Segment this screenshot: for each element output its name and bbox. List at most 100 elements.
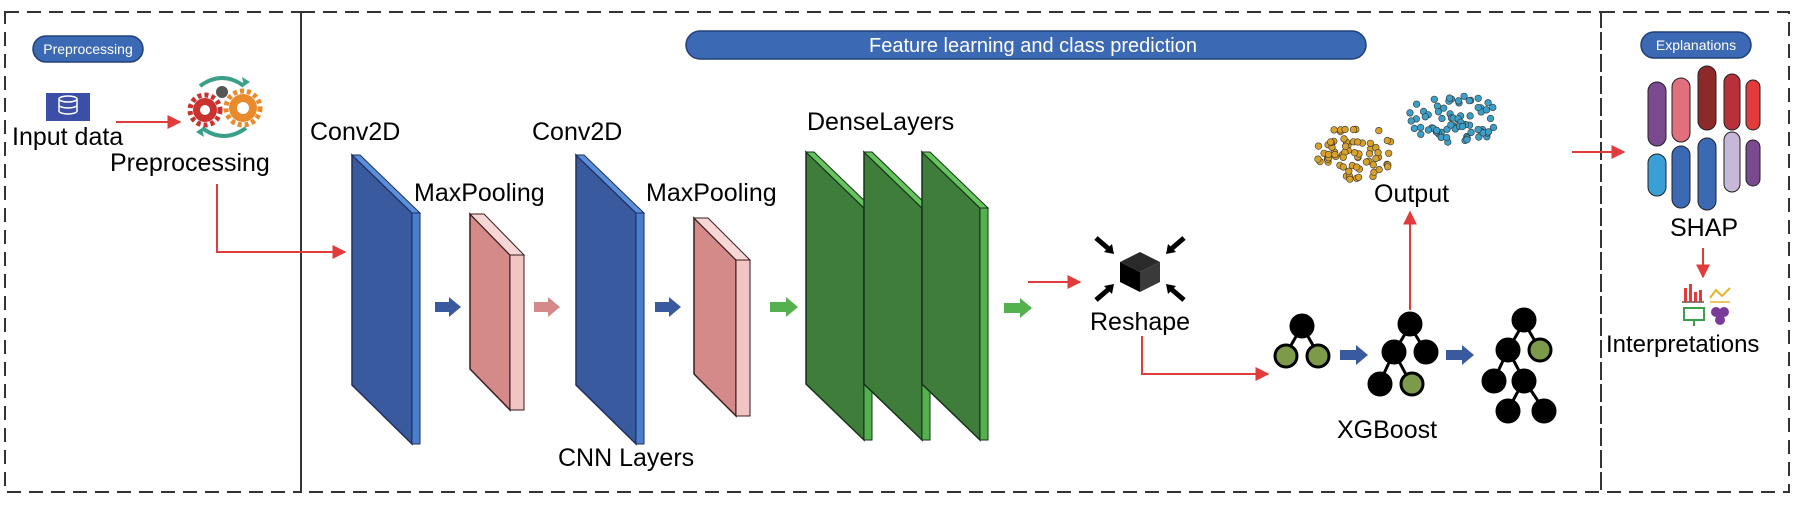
maxpooling-2-label: MaxPooling — [646, 179, 777, 207]
cluster-point — [1438, 114, 1446, 123]
cluster-point — [1484, 99, 1492, 107]
cluster-point — [1440, 104, 1448, 112]
preprocessing-label: Preprocessing — [110, 149, 270, 177]
preprocessing-badge-text: Preprocessing — [43, 41, 133, 57]
reshape-box-icon — [1094, 236, 1186, 302]
cluster-point — [1417, 123, 1425, 132]
cluster-point — [1458, 122, 1467, 131]
cluster-point — [1346, 175, 1354, 183]
preprocessing-badge: Preprocessing — [32, 35, 144, 63]
cluster-point — [1454, 97, 1463, 105]
cluster-point — [1314, 155, 1322, 163]
cluster-point — [1331, 150, 1339, 159]
cluster-point — [1339, 163, 1347, 171]
feature-badge: Feature learning and class prediction — [685, 30, 1367, 60]
input-data-label: Input data — [12, 123, 123, 151]
shap-bars-icon — [1647, 65, 1761, 211]
conv2d-2-label: Conv2D — [532, 118, 622, 146]
cluster-point — [1447, 121, 1455, 129]
block-arrow-pool1-to-conv2 — [534, 297, 560, 317]
cluster-point — [1421, 113, 1429, 121]
interpretations-label: Interpretations — [1606, 331, 1759, 358]
xgboost-label: XGBoost — [1337, 416, 1437, 444]
cluster-point — [1474, 103, 1482, 112]
cluster-point — [1466, 112, 1474, 120]
dense-layer-2 — [862, 150, 932, 442]
cnn-layers-label: CNN Layers — [558, 444, 694, 472]
maxpooling-1-label: MaxPooling — [414, 179, 545, 207]
cluster-point — [1354, 138, 1362, 146]
block-arrow-pool2-to-dense — [770, 297, 798, 317]
gears-cycle-icon — [187, 76, 263, 138]
cluster-point — [1445, 94, 1454, 102]
cluster-point — [1467, 128, 1475, 136]
cluster-point — [1362, 158, 1370, 166]
feature-badge-text: Feature learning and class prediction — [869, 35, 1197, 57]
cluster-point — [1412, 100, 1421, 108]
decision-tree-icon-2 — [1367, 311, 1439, 397]
block-arrow-tree2-to-tree3 — [1446, 345, 1474, 365]
cluster-point — [1350, 149, 1359, 157]
cluster-point — [1433, 126, 1441, 134]
maxpooling-layer-1 — [468, 212, 526, 412]
maxpooling-layer-2 — [692, 216, 752, 418]
reshape-label: Reshape — [1090, 308, 1190, 336]
feature-section — [300, 11, 1602, 493]
dense-layer-1 — [804, 150, 874, 442]
cluster-point — [1434, 108, 1442, 116]
dense-layer-3 — [920, 150, 990, 442]
cluster-point — [1324, 150, 1333, 159]
cluster-point — [1383, 136, 1391, 145]
conv2d-layer-2 — [574, 153, 646, 446]
charts-icon — [1682, 284, 1731, 326]
block-arrow-tree1-to-tree2 — [1340, 345, 1368, 365]
cluster-point — [1407, 117, 1415, 125]
cluster-point — [1424, 126, 1432, 134]
cluster-point — [1339, 153, 1347, 161]
cluster-point — [1349, 126, 1358, 134]
conv2d-1-label: Conv2D — [310, 118, 400, 146]
database-icon — [46, 93, 90, 121]
cluster-point — [1489, 123, 1498, 132]
output-label: Output — [1374, 180, 1449, 208]
cluster-point — [1340, 135, 1348, 143]
cluster-scatter-icon-orange — [1314, 125, 1395, 183]
cluster-point — [1410, 124, 1418, 132]
cluster-point — [1314, 142, 1323, 150]
cluster-point — [1366, 139, 1374, 147]
shap-label: SHAP — [1670, 214, 1738, 242]
cluster-point — [1365, 150, 1374, 158]
cluster-point — [1384, 163, 1392, 171]
cluster-point — [1474, 94, 1482, 102]
cluster-point — [1417, 130, 1425, 138]
cluster-point — [1443, 134, 1451, 142]
cluster-point — [1475, 133, 1483, 141]
arrow-preprocessing-to-conv — [216, 184, 347, 259]
cluster-point — [1341, 142, 1350, 150]
explanations-section — [1600, 11, 1790, 493]
cluster-point — [1474, 126, 1482, 134]
cluster-point — [1460, 92, 1468, 100]
cluster-point — [1406, 109, 1414, 117]
explanations-badge: Explanations — [1640, 31, 1752, 59]
cluster-point — [1341, 125, 1349, 134]
cluster-point — [1345, 167, 1353, 175]
cluster-point — [1486, 114, 1495, 123]
decision-tree-icon-1 — [1273, 313, 1331, 369]
cluster-point — [1430, 95, 1438, 103]
cluster-point — [1482, 106, 1490, 114]
decision-tree-icon-3 — [1481, 307, 1557, 424]
block-arrow-conv1-to-pool1 — [435, 297, 461, 317]
cluster-point — [1372, 154, 1380, 163]
cluster-point — [1489, 103, 1497, 111]
block-arrow-conv2-to-pool2 — [655, 297, 681, 317]
cluster-point — [1369, 161, 1377, 169]
conv2d-layer-1 — [350, 153, 422, 446]
cluster-point — [1353, 163, 1361, 171]
arrow-reshape-to-xgboost — [1141, 336, 1270, 381]
dense-layers-label: DenseLayers — [807, 108, 954, 136]
cluster-point — [1385, 149, 1393, 157]
cluster-point — [1465, 97, 1473, 105]
cluster-point — [1330, 126, 1338, 134]
